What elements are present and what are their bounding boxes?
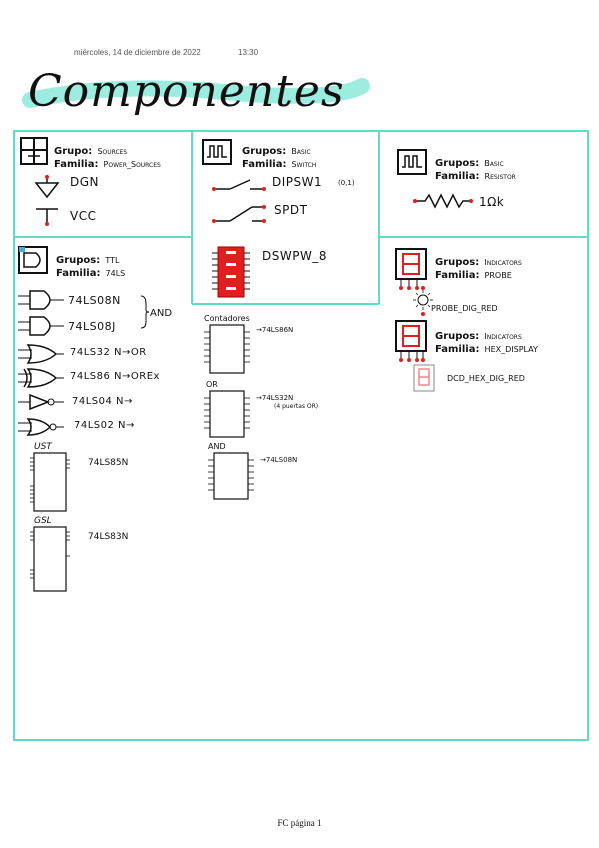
resistor-value: 1Ωk <box>479 195 505 209</box>
page-title-area: Componentes <box>22 62 384 122</box>
resistor-icon <box>413 193 473 209</box>
probe-lamp-icon <box>413 290 433 316</box>
resistor-familia-value: Resistor <box>484 172 516 181</box>
power-source-icon <box>20 137 48 165</box>
sources-grupo-label: Grupo: <box>54 146 93 157</box>
resistor-section: Grupos: Basic Familia: Resistor 1Ωk <box>383 135 585 235</box>
ttl-gate-74ls32n: 74LS32 N→OR <box>70 347 147 358</box>
note-time: 13:30 <box>238 48 259 57</box>
contadores-or-title: OR <box>206 380 218 389</box>
page-title: Componentes <box>28 66 345 117</box>
contadores-title: Contadores <box>204 314 250 323</box>
vcc-icon <box>36 208 58 226</box>
switch-familia-value: Switch <box>291 160 317 169</box>
switch-item-spdt: SPDT <box>274 203 308 217</box>
ttl-familia-value: 74LS <box>105 269 126 278</box>
switch-family-icon <box>202 139 232 165</box>
switch-item-dipsw1-range: (0,1) <box>338 179 355 187</box>
hex-display-icon <box>395 320 427 362</box>
sources-item-vcc: VCC <box>70 209 97 223</box>
spdt-switch-icon <box>212 205 266 223</box>
note-date: miércoles, 14 de diciembre de 2022 <box>74 48 201 57</box>
contadores-or-note: (4 puertas OR) <box>274 403 319 410</box>
not-gate-icon <box>18 393 64 411</box>
probe-familia-value: PROBE <box>484 271 512 280</box>
ttl-gate-74ls04n: 74LS04 N→ <box>72 396 133 407</box>
page-number: FC página 1 <box>277 818 322 828</box>
sources-grupo-value: Sources <box>97 147 128 156</box>
and-gate-icon <box>18 290 64 310</box>
switch-grupo-label: Grupos: <box>242 146 287 157</box>
probe-item: PROBE_DIG_RED <box>431 304 498 313</box>
resistor-family-icon <box>397 149 427 175</box>
switch-item-dipsw1: DIPSW1 <box>272 175 323 189</box>
sources-familia-value: Power_Sources <box>103 160 161 169</box>
resistor-familia-label: Familia: <box>435 171 480 182</box>
ttl-section: Grupos: TTL Familia: 74LS 74LS08N 74LS08… <box>16 240 190 600</box>
and-chip-icon <box>208 452 254 500</box>
sources-section: Grupo: Sources Familia: Power_Sources DG… <box>18 135 190 235</box>
switch-grupo-value: Basic <box>291 147 311 156</box>
contadores-and-part: →74LS08N <box>260 456 298 464</box>
ttl-gate-74ls02n: 74LS02 N→ <box>74 420 135 431</box>
nor-gate-icon <box>18 418 64 436</box>
probe-grupo-value: Indicators <box>484 258 522 267</box>
resistor-grupo-label: Grupos: <box>435 158 480 169</box>
hex-item: DCD_HEX_DIG_RED <box>447 374 525 383</box>
ttl-ust-label: UST <box>34 442 52 452</box>
or-chip-icon <box>204 390 250 438</box>
or-gate-icon <box>18 344 64 364</box>
and-gate-icon <box>18 316 64 336</box>
seven-segment-icon <box>395 248 427 290</box>
switch-familia-label: Familia: <box>242 159 287 170</box>
contadores-part: →74LS86N <box>256 326 294 334</box>
title-highlight <box>22 78 370 108</box>
contadores-and-title: AND <box>208 442 226 451</box>
dip-switch-icon <box>212 179 266 191</box>
ttl-familia-label: Familia: <box>56 268 101 279</box>
xor-gate-icon <box>18 368 64 388</box>
hex-grupo-value: Indicators <box>484 332 522 341</box>
ttl-grupo-label: Grupos: <box>56 255 101 266</box>
indicators-section: Grupos: Indicators Familia: PROBE PROBE_… <box>383 244 585 404</box>
probe-grupo-label: Grupos: <box>435 257 480 268</box>
ttl-grupo-value: TTL <box>105 256 120 265</box>
hex-familia-label: Familia: <box>435 344 480 355</box>
ttl-gsl-part: 74LS83N <box>88 532 129 542</box>
sources-familia-label: Familia: <box>54 159 99 170</box>
resistor-grupo-value: Basic <box>484 159 504 168</box>
ttl-gate-74ls08j: 74LS08J <box>68 320 116 333</box>
dip-switch-8-icon <box>212 246 250 298</box>
hex-familia-value: HEX_DISPLAY <box>484 345 538 354</box>
contadores-section: Contadores →74LS86N OR →74LS32N (4 puert… <box>196 310 376 510</box>
ground-icon <box>34 175 60 199</box>
comparator-chip-icon <box>30 452 70 512</box>
ttl-gate-74ls86n: 74LS86 N→OREx <box>70 371 160 382</box>
ttl-gsl-label: GSL <box>34 516 52 526</box>
adder-chip-icon <box>30 526 70 592</box>
and-brace <box>140 295 150 329</box>
counter-chip-icon <box>204 324 250 374</box>
switch-item-dswpw8: DSWPW_8 <box>262 249 327 263</box>
ttl-and-label: AND <box>150 308 173 319</box>
probe-familia-label: Familia: <box>435 270 480 281</box>
ttl-family-icon <box>18 246 48 274</box>
hex-grupo-label: Grupos: <box>435 331 480 342</box>
dcd-hex-icon <box>413 364 435 392</box>
sources-item-dgn: DGN <box>70 175 100 189</box>
switch-section: Grupos: Basic Familia: Switch DIPSW1 (0,… <box>196 135 376 301</box>
contadores-or-part: →74LS32N <box>256 394 294 402</box>
ttl-ust-part: 74LS85N <box>88 458 129 468</box>
ttl-gate-74ls08n: 74LS08N <box>68 294 121 307</box>
